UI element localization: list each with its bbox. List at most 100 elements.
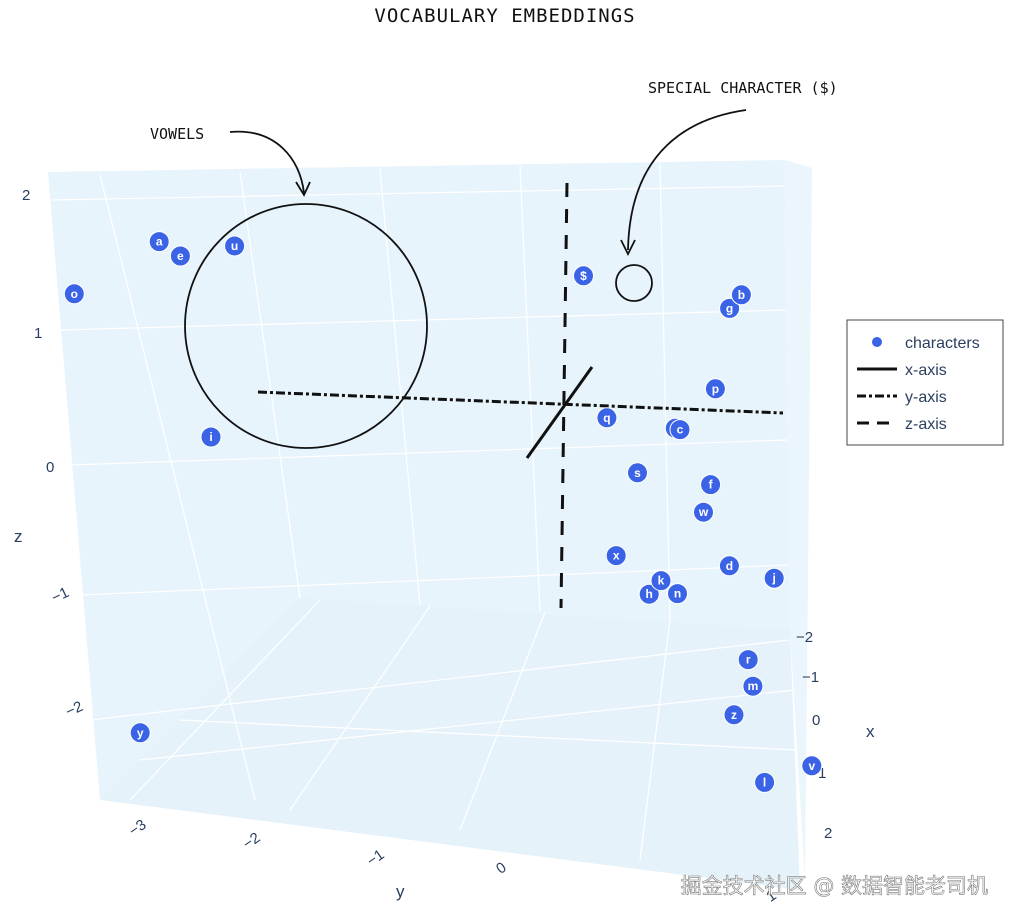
point-marker (573, 265, 594, 287)
point-marker (801, 755, 823, 777)
z-tick-label: 1 (34, 325, 42, 342)
point-label: f (709, 478, 714, 492)
special-arrow (627, 109, 747, 251)
z-tick-label: −1 (49, 584, 72, 607)
y-tick-label: −2 (240, 829, 264, 853)
data-point-dollar[interactable]: $ (573, 265, 594, 287)
point-marker (627, 462, 648, 484)
data-point-l[interactable]: l (754, 771, 776, 793)
x-tick-labels: −2 −1 0 1 2 (796, 629, 832, 842)
z-tick-label: −2 (63, 698, 86, 721)
z-axis-label: z (14, 527, 23, 546)
x-tick-label: −2 (796, 629, 813, 646)
vowels-annotation: VOWELS (150, 125, 204, 143)
legend-label: y-axis (905, 389, 947, 406)
point-label: n (674, 587, 681, 601)
data-point-k[interactable]: k (650, 570, 672, 592)
data-point-a[interactable]: a (148, 231, 170, 253)
data-point-v[interactable]: v (801, 755, 823, 777)
data-point-x[interactable]: x (605, 545, 627, 567)
point-marker (719, 297, 741, 319)
vowels-arrow (229, 130, 305, 194)
z-axis-line (559, 182, 569, 609)
data-point-m[interactable]: m (742, 675, 764, 697)
vowels-circle (184, 203, 428, 449)
data-point-e[interactable]: e (169, 245, 191, 267)
point-label: a (156, 235, 163, 249)
data-point-h[interactable]: h (638, 583, 660, 605)
data-point-s[interactable]: s (627, 462, 648, 484)
point-label: k (658, 574, 665, 588)
z-tick-label: 2 (22, 187, 30, 204)
z-tick-labels: 2 1 0 −1 −2 (22, 187, 86, 721)
point-label: r (746, 653, 751, 667)
special-character-circle (615, 264, 653, 302)
data-point-i[interactable]: i (200, 426, 222, 448)
data-point-f[interactable]: f (700, 474, 722, 496)
point-label: l (763, 775, 766, 789)
data-point-r[interactable]: r (737, 649, 759, 671)
data-point-j[interactable]: j (763, 567, 785, 589)
point-marker (754, 771, 776, 793)
z-tick-label: 0 (46, 459, 54, 476)
point-label: e (177, 249, 184, 263)
point-label: d (726, 559, 733, 573)
legend-item-y-axis[interactable]: y-axis (857, 389, 947, 406)
y-tick-label: −3 (126, 816, 150, 840)
data-point-o[interactable]: o (63, 283, 85, 305)
point-label: v (808, 759, 815, 773)
legend-item-z-axis[interactable]: z-axis (857, 416, 947, 433)
legend-marker-icon (872, 337, 882, 347)
point-label: b (738, 288, 745, 302)
point-marker (704, 378, 726, 400)
point-label: i (209, 430, 212, 444)
legend-label: z-axis (905, 416, 947, 433)
data-point-d[interactable]: d (718, 555, 740, 577)
data-point-w[interactable]: w (693, 501, 714, 523)
point-marker (63, 283, 85, 305)
data-point-q[interactable]: q (596, 407, 618, 429)
special-character-annotation: SPECIAL CHARACTER ($) (648, 79, 838, 97)
data-point-u[interactable]: u (224, 235, 246, 257)
point-label: $ (580, 269, 587, 283)
point-marker (129, 722, 151, 744)
point-label: p (712, 382, 719, 396)
point-label: g (726, 301, 733, 315)
data-point-c[interactable]: c (669, 419, 691, 441)
point-marker (693, 501, 714, 523)
point-marker (730, 284, 752, 306)
point-marker (650, 570, 672, 592)
point-label: h (646, 587, 653, 601)
y-axis-label: y (396, 882, 405, 901)
point-label: z (731, 708, 737, 722)
chart-title: VOCABULARY EMBEDDINGS (374, 5, 635, 27)
point-marker (718, 555, 740, 577)
data-point-y[interactable]: y (129, 722, 151, 744)
legend-label: x-axis (905, 362, 947, 379)
point-label: s (634, 466, 641, 480)
legend-label: characters (905, 335, 980, 352)
point-label: u (231, 239, 238, 253)
legend-item-characters[interactable]: characters (872, 335, 980, 352)
watermark: 掘金技术社区 @ 数据智能老司机 (681, 874, 988, 898)
point-label: o (71, 287, 78, 301)
x-axis-line (525, 366, 594, 459)
legend-item-x-axis[interactable]: x-axis (857, 362, 947, 379)
data-point-b[interactable]: b (730, 284, 752, 306)
data-point-n[interactable]: n (667, 583, 688, 605)
point-marker (596, 407, 618, 429)
point-marker (200, 426, 222, 448)
data-point-z[interactable]: z (723, 704, 745, 726)
axis-lines (257, 182, 784, 609)
x-tick-label: 1 (818, 765, 826, 782)
point-marker (763, 567, 785, 589)
point-marker (169, 245, 191, 267)
data-point-g[interactable]: g (719, 297, 741, 319)
grid-lines (51, 162, 797, 861)
y-axis-line (257, 390, 784, 415)
legend: characters x-axis y-axis z-axis (846, 319, 1004, 446)
data-point-p[interactable]: p (704, 378, 726, 400)
point-marker (667, 583, 688, 605)
